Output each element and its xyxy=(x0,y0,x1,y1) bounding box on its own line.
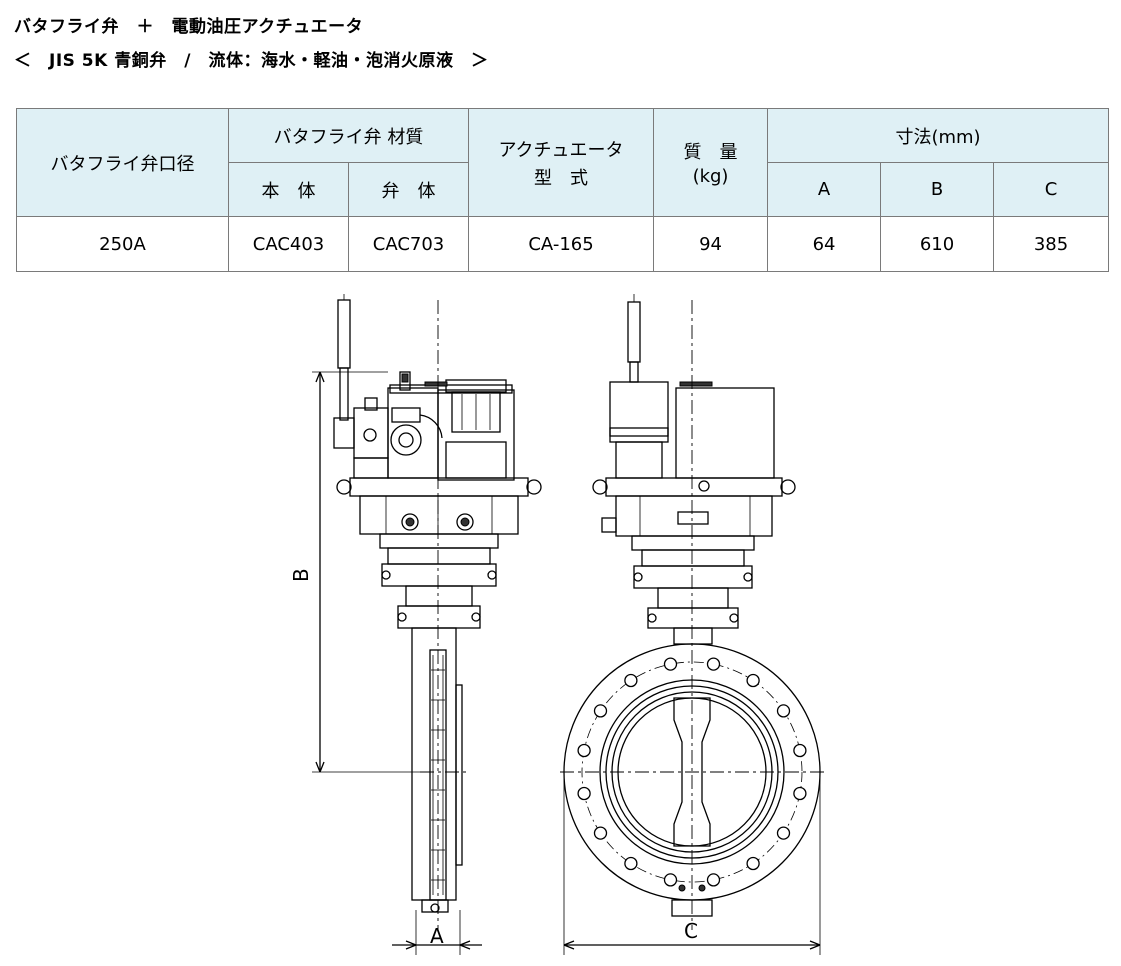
cell-bore: 250A xyxy=(16,216,229,272)
dim-c-label: C xyxy=(684,919,698,943)
cell-a: 64 xyxy=(767,216,882,272)
cell-b: 610 xyxy=(880,216,995,272)
bolt-hole xyxy=(793,743,807,758)
bolt-hole xyxy=(577,786,591,801)
bolt-hole xyxy=(746,673,760,688)
header-body: 本 体 xyxy=(228,162,349,217)
page-subtitle: ＜ JIS 5K 青銅弁 / 流体：海水・軽油・泡消火原液 ＞ xyxy=(14,51,489,71)
header-dim-b: B xyxy=(880,162,995,217)
header-dim-c: C xyxy=(993,162,1110,217)
header-actuator-line1: アクチュエータ xyxy=(498,139,624,161)
cell-body: CAC403 xyxy=(228,216,349,272)
bolt-hole xyxy=(663,657,678,671)
cell-disc: CAC703 xyxy=(347,216,470,272)
table-row: 250A CAC403 CAC703 CA-165 94 64 610 385 xyxy=(16,216,1110,272)
front-view: C xyxy=(560,294,826,955)
cell-actuator: CA-165 xyxy=(468,216,655,272)
bolt-hole xyxy=(776,826,791,840)
header-disc: 弁 体 xyxy=(347,162,470,217)
cell-c: 385 xyxy=(993,216,1110,272)
dim-a-label: A xyxy=(430,924,444,948)
bolt-hole xyxy=(746,856,760,871)
bolt-hole xyxy=(624,856,638,871)
valve-drawing: B A xyxy=(289,294,826,955)
bolt-hole xyxy=(776,704,791,718)
dim-b-label: B xyxy=(289,568,313,582)
bolt-hole xyxy=(624,673,638,688)
side-view: B A xyxy=(289,294,542,955)
spec-table: バタフライ弁口径 バタフライ弁 材質 アクチュエータ 型 式 質 量 (kg) … xyxy=(16,108,1110,272)
bolt-hole xyxy=(706,657,721,671)
header-dim-a: A xyxy=(767,162,882,217)
header-actuator-line2: 型 式 xyxy=(534,167,589,189)
bolt-hole xyxy=(793,786,807,801)
header-dims: 寸法(mm) xyxy=(767,108,1110,163)
cell-mass: 94 xyxy=(653,216,769,272)
bolt-hole xyxy=(706,873,721,887)
bolt-hole xyxy=(663,873,678,887)
header-mass: 質 量 (kg) xyxy=(653,108,769,217)
header-mass-line2: (kg) xyxy=(692,166,729,187)
header-mass-line1: 質 量 xyxy=(683,142,738,163)
header-bore: バタフライ弁口径 xyxy=(16,108,229,217)
bolt-hole xyxy=(577,743,591,758)
flange-bolts xyxy=(577,657,807,887)
header-actuator: アクチュエータ 型 式 xyxy=(468,108,655,217)
bolt-hole xyxy=(593,826,608,840)
header-material: バタフライ弁 材質 xyxy=(227,108,470,163)
bolt-hole xyxy=(593,704,608,718)
page-title: バタフライ弁 ＋ 電動油圧アクチュエータ xyxy=(14,17,364,37)
